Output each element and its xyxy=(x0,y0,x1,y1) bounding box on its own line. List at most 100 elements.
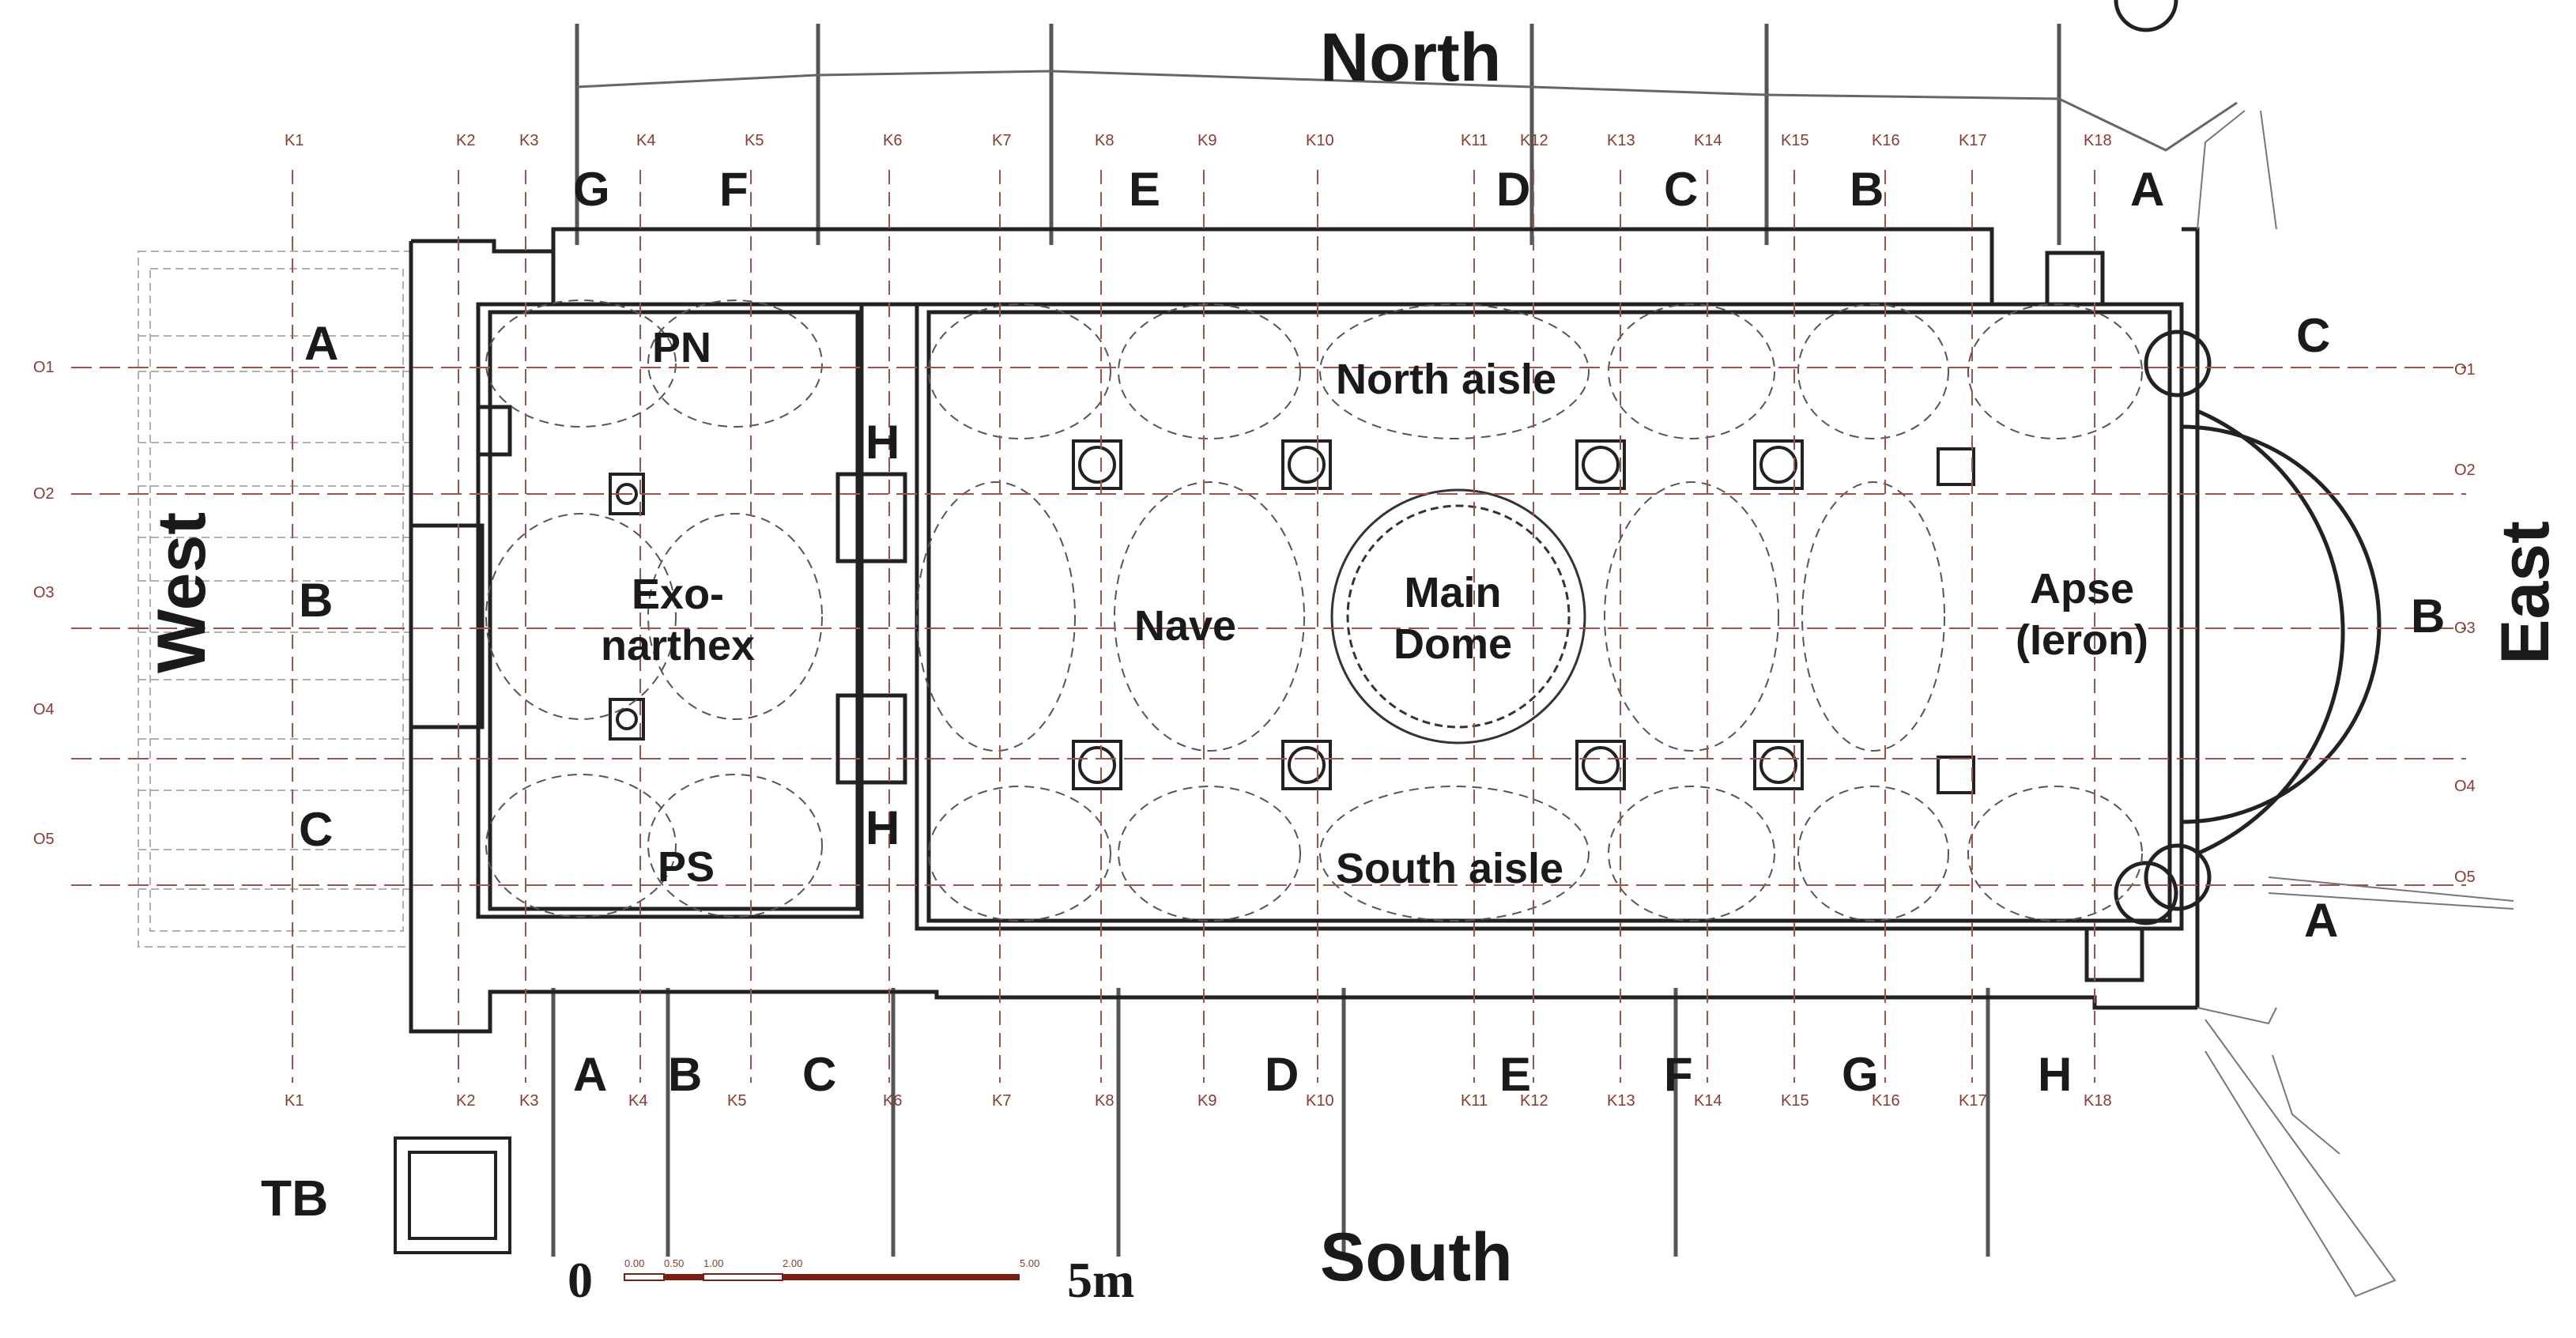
room-label-apse-line1: Apse xyxy=(2029,565,2135,612)
grid-label-k-bottom: K17 xyxy=(1959,1092,1987,1110)
section-letter-middle: H xyxy=(866,416,900,469)
grid-label-o-left: O4 xyxy=(33,701,55,718)
grid-label-o-left: O5 xyxy=(33,831,55,848)
grid-label-k-bottom: K15 xyxy=(1781,1092,1809,1110)
room-label-apse-line2: (Ieron) xyxy=(2016,616,2148,664)
room-label-main-dome: Main Dome xyxy=(1394,567,1512,670)
grid-label-k-top: K14 xyxy=(1694,132,1722,149)
grid-label-k-bottom: K14 xyxy=(1694,1092,1722,1110)
room-label-apse: Apse (Ieron) xyxy=(2016,563,2148,666)
grid-label-k-top: K16 xyxy=(1872,132,1900,149)
room-label-exonarthex: Exo- narthex xyxy=(601,569,755,672)
grid-label-k-top: K2 xyxy=(456,132,476,149)
grid-label-k-top: K8 xyxy=(1095,132,1115,149)
grid-label-k-top: K13 xyxy=(1607,132,1635,149)
west-site-lines xyxy=(138,251,412,948)
room-label-main-dome-line1: Main xyxy=(1404,569,1502,616)
grid-label-k-bottom: K4 xyxy=(628,1092,648,1110)
room-label-north-aisle: North aisle xyxy=(1336,356,1557,403)
exterior-outline xyxy=(2197,110,2514,1298)
grid-label-k-bottom: K7 xyxy=(992,1092,1012,1110)
room-label-pn: PN xyxy=(652,324,712,371)
grid-label-k-top: K7 xyxy=(992,132,1012,149)
section-letter-top: E xyxy=(1129,163,1161,216)
west-label: West xyxy=(144,512,220,673)
grid-label-k-bottom: K3 xyxy=(519,1092,539,1110)
section-letter-west: A xyxy=(304,317,339,370)
section-letter-top: G xyxy=(573,163,610,216)
east-label: East xyxy=(2487,521,2563,665)
grid-label-k-bottom: K13 xyxy=(1607,1092,1635,1110)
grid-label-k-bottom: K11 xyxy=(1461,1092,1488,1110)
section-letter-top: A xyxy=(2130,163,2165,216)
outer-walls xyxy=(409,0,2382,1034)
grid-label-o-right: O3 xyxy=(2454,620,2476,637)
grid-label-k-bottom: K9 xyxy=(1197,1092,1217,1110)
grid-label-k-top: K4 xyxy=(636,132,656,149)
grid-label-k-bottom: K1 xyxy=(285,1092,304,1110)
scale-tick-label: 2.00 xyxy=(783,1257,803,1269)
scale-start-label: 0 xyxy=(568,1252,593,1308)
room-label-tb: TB xyxy=(261,1170,329,1227)
section-letter-bottom: H xyxy=(2038,1048,2072,1101)
grid-label-k-bottom: K2 xyxy=(456,1092,476,1110)
grid-label-o-left: O3 xyxy=(33,584,55,601)
grid-label-k-bottom: K16 xyxy=(1872,1092,1900,1110)
scale-tick-label: 5.00 xyxy=(1020,1257,1040,1269)
grid-label-k-top: K12 xyxy=(1520,132,1548,149)
section-letter-top: F xyxy=(719,163,749,216)
grid-label-o-left: O1 xyxy=(33,359,55,376)
room-label-nave: Nave xyxy=(1134,602,1237,650)
section-letter-bottom: G xyxy=(1842,1048,1879,1101)
room-label-ps: PS xyxy=(658,843,715,891)
section-letter-east: A xyxy=(2304,894,2339,947)
section-letter-top: C xyxy=(1664,163,1699,216)
grid-label-o-right: O4 xyxy=(2454,778,2476,795)
section-sticks xyxy=(551,24,2061,1257)
section-letter-west: B xyxy=(299,574,334,627)
section-letter-bottom: A xyxy=(573,1048,608,1101)
grid-label-o-right: O5 xyxy=(2454,869,2476,886)
grid-label-k-top: K10 xyxy=(1306,132,1334,149)
grid-label-k-bottom: K18 xyxy=(2084,1092,2112,1110)
section-letter-bottom: D xyxy=(1265,1048,1299,1101)
scale-tick-label: 0.00 xyxy=(624,1257,645,1269)
grid-label-k-top: K1 xyxy=(285,132,304,149)
room-label-main-dome-line2: Dome xyxy=(1394,620,1513,668)
grid-label-k-bottom: K5 xyxy=(727,1092,747,1110)
gridline-ticks xyxy=(292,170,2095,1083)
grid-label-o-left: O2 xyxy=(33,485,55,503)
section-letter-bottom: C xyxy=(802,1048,837,1101)
scale-tick-label: 0.50 xyxy=(664,1257,685,1269)
room-label-exonarthex-line1: Exo- xyxy=(632,571,725,618)
grid-label-k-top: K5 xyxy=(745,132,764,149)
section-letter-east: B xyxy=(2411,590,2446,643)
grid-axes xyxy=(71,367,2466,886)
section-letter-top: B xyxy=(1850,163,1884,216)
section-letter-bottom: E xyxy=(1499,1048,1532,1101)
grid-label-k-top: K11 xyxy=(1461,132,1488,149)
grid-label-k-top: K9 xyxy=(1197,132,1217,149)
south-label: South xyxy=(1320,1219,1513,1295)
north-outline xyxy=(576,70,2238,152)
grid-label-k-top: K18 xyxy=(2084,132,2112,149)
grid-label-o-right: O2 xyxy=(2454,462,2476,479)
grid-label-k-top: K6 xyxy=(883,132,903,149)
grid-label-k-bottom: K10 xyxy=(1306,1092,1334,1110)
section-letter-middle: H xyxy=(866,801,900,854)
north-label: North xyxy=(1320,20,1502,96)
section-letter-west: C xyxy=(299,803,334,856)
scale-tick-label: 1.00 xyxy=(703,1257,724,1269)
grid-label-k-top: K3 xyxy=(519,132,539,149)
grid-label-o-right: O1 xyxy=(2454,361,2476,379)
section-letter-top: D xyxy=(1496,163,1531,216)
section-letter-bottom: F xyxy=(1664,1048,1693,1101)
room-label-south-aisle: South aisle xyxy=(1336,845,1564,892)
section-letter-bottom: B xyxy=(668,1048,703,1101)
vault-outlines xyxy=(485,300,2143,922)
main-dome-outline xyxy=(1330,488,1586,744)
section-letter-east: C xyxy=(2296,309,2331,362)
grid-label-k-bottom: K8 xyxy=(1095,1092,1115,1110)
